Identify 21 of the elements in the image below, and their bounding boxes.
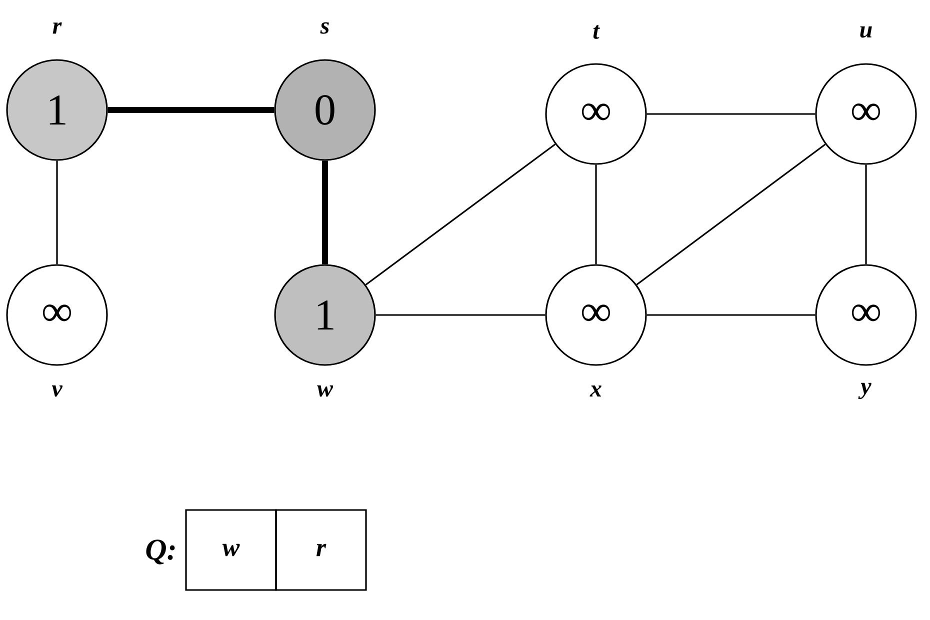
edge — [636, 144, 826, 286]
queue-cell: w — [185, 509, 277, 591]
vertex-label: w — [317, 385, 334, 397]
edge — [646, 113, 816, 115]
highlighted-edge — [108, 107, 274, 113]
queue-cell: r — [275, 509, 367, 591]
edge — [595, 164, 597, 264]
vertex-label: r — [52, 22, 62, 34]
queue-label: Q: — [146, 540, 175, 564]
vertex-label: s — [320, 22, 329, 34]
edge — [646, 314, 816, 316]
vertex-label: v — [52, 385, 63, 397]
edge — [365, 144, 556, 286]
edge — [865, 164, 867, 264]
vertex-label: y — [858, 382, 872, 400]
vertex-label: x — [590, 386, 602, 396]
vertex-label: u — [860, 26, 872, 38]
highlighted-edge — [322, 160, 328, 264]
edge — [56, 160, 58, 264]
vertex-label: t — [593, 25, 600, 39]
edge — [376, 314, 546, 316]
